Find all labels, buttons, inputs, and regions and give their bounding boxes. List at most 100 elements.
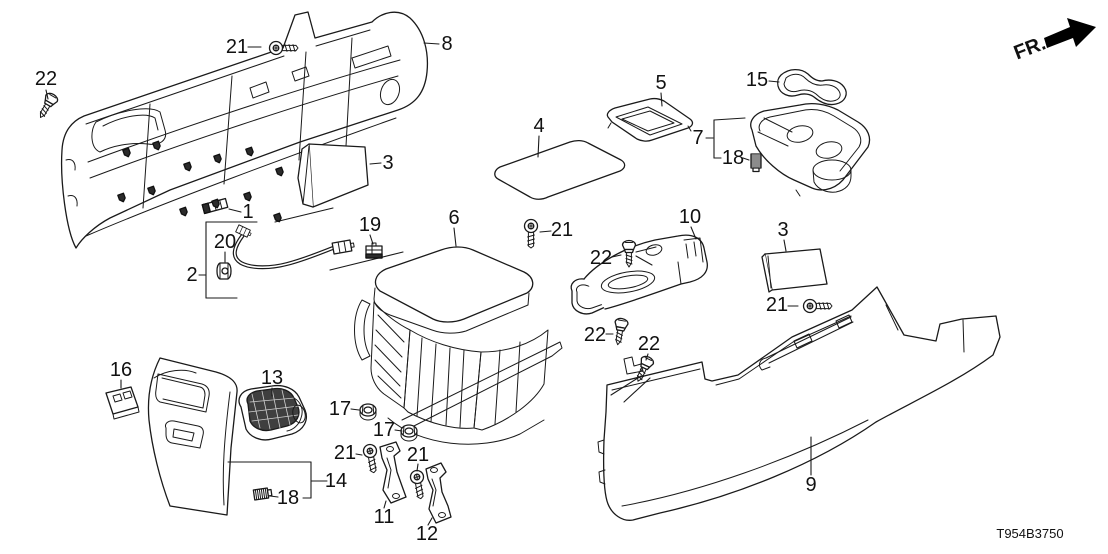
trim-clip-icon	[750, 153, 762, 173]
callout-leader-8	[423, 42, 440, 45]
part-6-armrest-console-box	[354, 246, 563, 445]
callout-leader-10	[690, 226, 697, 240]
callout-5-5[interactable]: 5	[655, 72, 666, 94]
callout-3-3[interactable]: 3	[382, 152, 393, 174]
clip-hook-icon	[245, 146, 255, 158]
callout-1-9[interactable]: 1	[242, 201, 253, 223]
bracket-line	[623, 377, 651, 403]
pan-screw-icon	[361, 442, 381, 475]
fr-label: FR.	[1011, 32, 1049, 64]
pan-screw-icon	[408, 468, 428, 501]
bracket-line	[635, 255, 653, 266]
pan-screw-icon	[268, 40, 299, 56]
part-7-cupholder-console	[750, 103, 871, 197]
callout-21-1[interactable]: 21	[226, 36, 248, 58]
callout-20-10[interactable]: 20	[214, 231, 236, 253]
callout-leader-22	[45, 89, 49, 100]
callout-2-11[interactable]: 2	[186, 264, 197, 286]
callout-3-17[interactable]: 3	[777, 219, 788, 241]
callout-leader-19	[369, 234, 374, 245]
callout-13-22[interactable]: 13	[261, 367, 283, 389]
connector-clip-icon	[365, 242, 383, 259]
trim-clip-icon	[252, 486, 273, 501]
fr-arrow-icon	[1044, 18, 1096, 48]
callout-14-27[interactable]: 14	[325, 470, 347, 492]
bracket-line	[329, 251, 404, 271]
callout-16-21[interactable]: 16	[110, 359, 132, 381]
flange-nut-icon	[359, 403, 377, 421]
callout-leader-1	[228, 208, 242, 213]
callout-10-15[interactable]: 10	[679, 206, 701, 228]
bracket-line	[635, 246, 657, 253]
callout-21-14[interactable]: 21	[551, 219, 573, 241]
tapping-screw-icon	[610, 316, 630, 347]
diagram-code: T954B3750	[996, 526, 1063, 541]
callout-15-6[interactable]: 15	[746, 69, 768, 91]
callout-17-23[interactable]: 17	[329, 398, 351, 420]
callout-21-18[interactable]: 21	[766, 294, 788, 316]
bracket-line	[610, 375, 642, 396]
part-12-bracket	[425, 462, 452, 524]
clip-hook-icon	[183, 161, 193, 173]
part-3-mat-rear	[761, 248, 828, 293]
harness-plug-icon	[331, 238, 356, 255]
harness-clip-icon	[216, 262, 232, 280]
callout-leader-6	[453, 227, 457, 247]
callout-22-16[interactable]: 22	[590, 247, 612, 269]
callout-leader-21	[539, 230, 552, 233]
clip-hook-icon	[275, 166, 285, 178]
callout-6-13[interactable]: 6	[448, 207, 459, 229]
callout-leader-3	[783, 239, 787, 252]
part-14-console-garnish	[147, 357, 238, 516]
callout-leader-15	[768, 80, 780, 83]
part-4-mat-large	[494, 139, 626, 200]
part-9-side-panel	[597, 286, 1001, 521]
callout-22-20[interactable]: 22	[638, 333, 660, 355]
callout-11-29[interactable]: 11	[374, 506, 395, 528]
callout-18-8[interactable]: 18	[722, 147, 744, 169]
callout-leader-18	[269, 495, 279, 498]
callout-18-28[interactable]: 18	[277, 487, 299, 509]
bracket-line	[713, 117, 746, 121]
flange-nut-icon	[400, 424, 418, 442]
callout-4-4[interactable]: 4	[533, 115, 544, 137]
part-16-switch	[105, 386, 140, 420]
callout-leader-17	[350, 408, 360, 411]
callout-12-30[interactable]: 12	[416, 523, 438, 545]
bracket-line	[274, 207, 334, 223]
clip-hook-icon	[117, 192, 127, 204]
callout-7-7[interactable]: 7	[692, 127, 703, 149]
part-3-mat-small	[297, 143, 369, 208]
callout-21-26[interactable]: 21	[407, 444, 429, 466]
callout-leader-18	[742, 157, 750, 161]
callout-19-12[interactable]: 19	[359, 214, 381, 236]
part-13-vent-grille	[238, 384, 307, 441]
callout-leader-5	[660, 92, 663, 107]
clip-hook-icon	[213, 153, 223, 165]
part-5-tray	[606, 97, 694, 142]
harness-plug-icon	[235, 224, 253, 239]
callout-leader-12	[427, 517, 433, 526]
clip-hook-icon	[122, 147, 132, 159]
callout-leader-22	[611, 254, 622, 258]
callout-leader-11	[383, 500, 387, 509]
callout-22-0[interactable]: 22	[35, 68, 57, 90]
pan-screw-icon	[523, 218, 539, 249]
callout-21-25[interactable]: 21	[334, 442, 356, 464]
callout-22-19[interactable]: 22	[584, 324, 606, 346]
clip-hook-icon	[179, 206, 189, 218]
callout-9-31[interactable]: 9	[805, 474, 816, 496]
callout-leader-17	[394, 429, 403, 432]
fr-direction-indicator: FR.	[1011, 18, 1096, 64]
callout-leader-21	[416, 463, 419, 472]
part-2-wire-harness	[232, 233, 335, 270]
assembly-bracket-lines	[205, 117, 746, 499]
callout-leader-21	[355, 453, 363, 456]
callout-8-2[interactable]: 8	[441, 33, 452, 55]
callout-17-24[interactable]: 17	[373, 419, 395, 441]
part-8-console-rear-panel	[60, 11, 429, 249]
pan-screw-icon	[802, 298, 833, 314]
clip-hook-icon	[147, 185, 157, 197]
